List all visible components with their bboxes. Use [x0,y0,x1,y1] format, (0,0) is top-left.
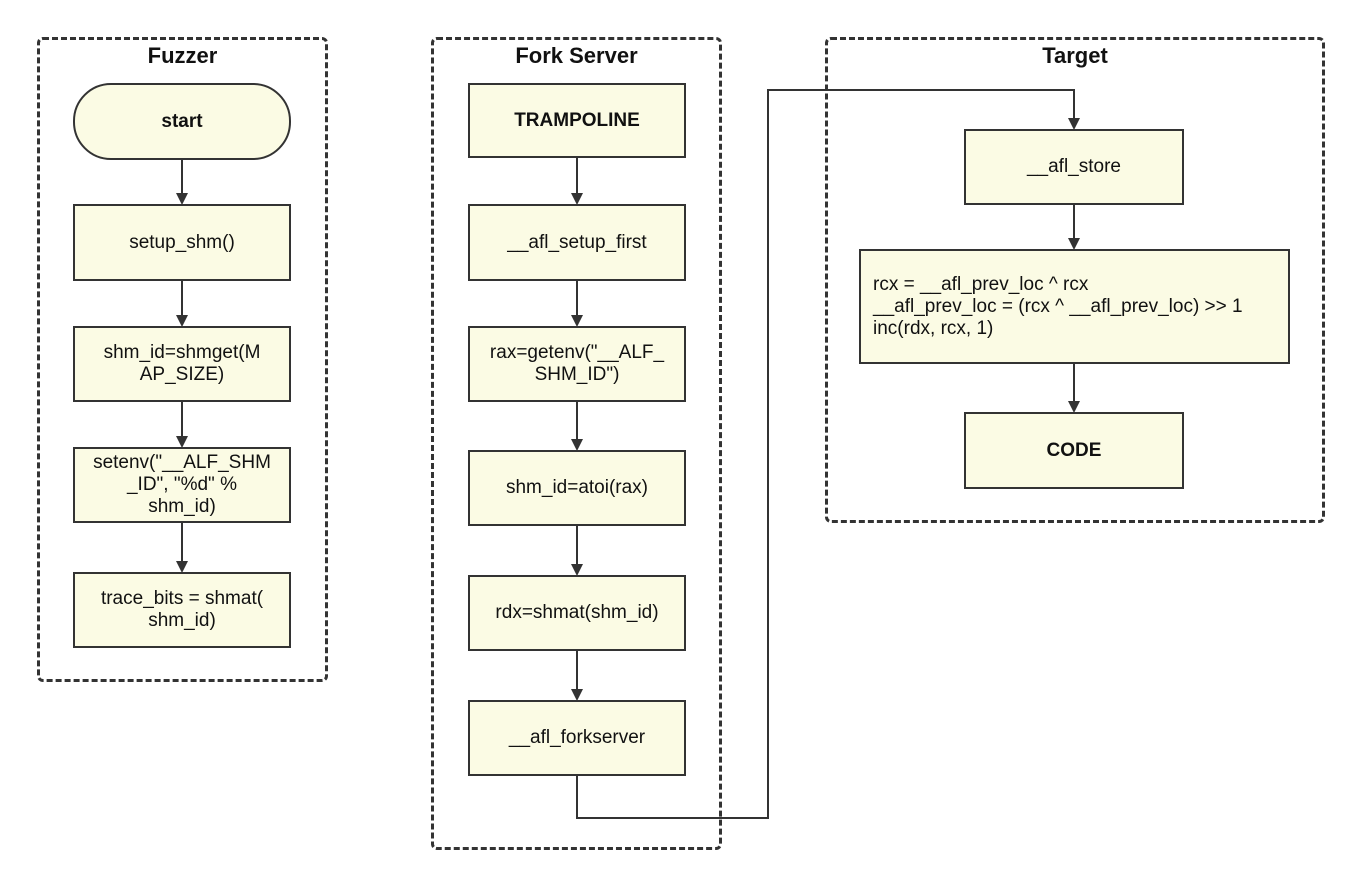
lane-title-target: Target [1042,43,1108,68]
node-afl-store: __afl_store [964,129,1184,205]
node-afl-setup-first: __afl_setup_first [468,204,686,281]
node-afl-forkserver: __afl_forkserver [468,700,686,776]
lane-title-fork-server: Fork Server [515,43,638,68]
lane-fuzzer: Fuzzer [37,37,328,682]
node-setup-shm: setup_shm() [73,204,291,281]
node-getenv: rax=getenv("__ALF_ SHM_ID") [468,326,686,402]
node-trampoline: TRAMPOLINE [468,83,686,158]
node-start: start [73,83,291,160]
node-prev-loc-update: rcx = __afl_prev_loc ^ rcx __afl_prev_lo… [859,249,1290,364]
node-atoi: shm_id=atoi(rax) [468,450,686,526]
node-setenv: setenv("__ALF_SHM _ID", "%d" % shm_id) [73,447,291,523]
lane-title-fuzzer: Fuzzer [147,43,218,68]
node-code: CODE [964,412,1184,489]
node-shmat-fork: rdx=shmat(shm_id) [468,575,686,651]
node-shmget: shm_id=shmget(M AP_SIZE) [73,326,291,402]
node-shmat-fuzzer: trace_bits = shmat( shm_id) [73,572,291,648]
